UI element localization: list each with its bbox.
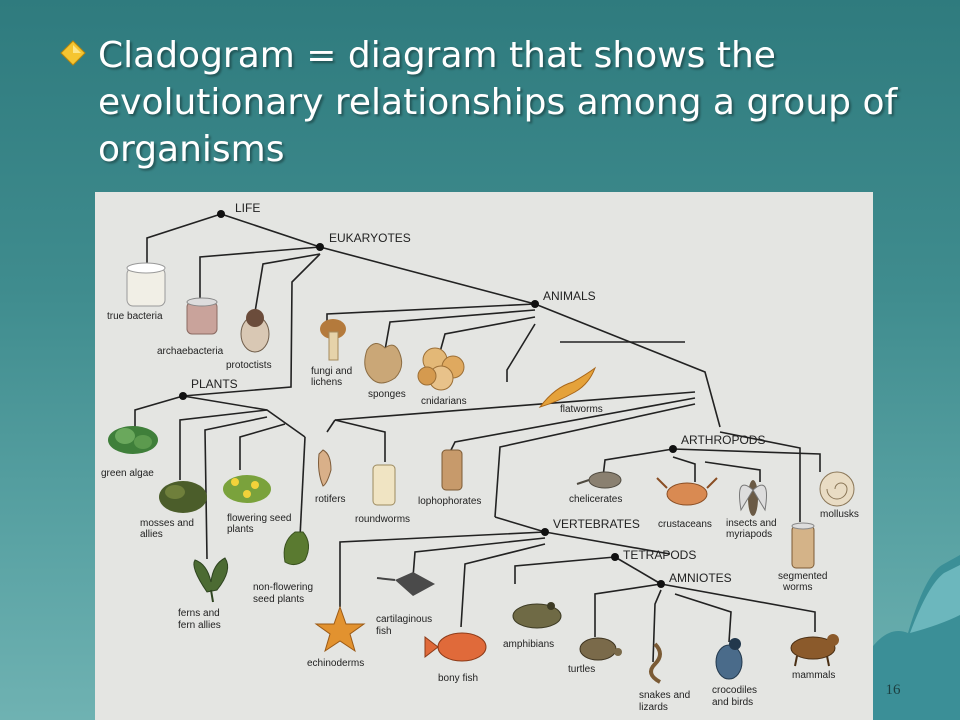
mammal-icon: [790, 634, 839, 667]
node-animals: [531, 300, 539, 308]
archaebacteria-jar-icon: [186, 297, 218, 335]
fern-icon: [193, 557, 229, 603]
label-echinoderms: echinoderms: [307, 658, 364, 669]
sponge-icon: [364, 343, 403, 384]
clade-label-plants: PLANTS: [191, 377, 238, 391]
mushroom-icon: [320, 319, 346, 361]
ray-icon: [376, 572, 435, 596]
crab-icon: [656, 477, 718, 506]
clade-label-arthropods: ARTHROPODS: [681, 433, 765, 447]
snake-icon: [649, 642, 662, 684]
organism-labels: true bacteria archaebacteria protoctists…: [101, 311, 859, 713]
node-vertebrates: [541, 528, 549, 536]
label-lophophorates: lophophorates: [418, 496, 481, 507]
frog-icon: [512, 602, 562, 629]
cladogram-diagram: LIFE EUKARYOTES ANIMALS PLANTS ARTHROPOD…: [95, 192, 873, 720]
label-cartilaginous-line1: cartilaginous: [376, 614, 432, 625]
bird-icon: [715, 638, 743, 680]
label-nonflowering-line2: seed plants: [253, 594, 304, 605]
cladogram-branches: [134, 213, 821, 663]
label-mollusks: mollusks: [820, 509, 859, 520]
label-fungi-line1: fungi and: [311, 366, 352, 377]
lophophorate-jar-icon: [441, 449, 463, 491]
conifer-icon: [283, 531, 309, 566]
label-bony-fish: bony fish: [438, 673, 478, 684]
moss-icon: [159, 481, 207, 513]
bullet-point: Cladogram = diagram that shows the evolu…: [60, 32, 940, 173]
label-snakes-line2: lizards: [639, 702, 668, 713]
clade-label-life: LIFE: [235, 201, 260, 215]
organism-illustrations: [108, 262, 855, 684]
label-amphibians: amphibians: [503, 639, 554, 650]
label-segmented-line2: worms: [782, 582, 812, 593]
label-crustaceans: crustaceans: [658, 519, 712, 530]
flatworm-icon: [538, 366, 597, 408]
label-rotifers: rotifers: [315, 494, 346, 505]
node-arthropods: [669, 445, 677, 453]
label-chelicerates: chelicerates: [569, 494, 622, 505]
label-cnidarians: cnidarians: [421, 396, 467, 407]
label-snakes-line1: snakes and: [639, 690, 690, 701]
label-flowering-line1: flowering seed: [227, 513, 291, 524]
label-crocodiles-line1: crocodiles: [712, 685, 757, 696]
label-protoctists: protoctists: [226, 360, 272, 371]
clade-label-animals: ANIMALS: [543, 289, 596, 303]
label-fungi-line2: lichens: [311, 377, 342, 388]
iceberg-decoration-icon: [870, 555, 960, 720]
turtle-icon: [579, 637, 622, 661]
label-turtles: turtles: [568, 664, 595, 675]
flowering-plant-icon: [223, 475, 271, 503]
label-archaebacteria: archaebacteria: [157, 346, 224, 357]
label-nonflowering-line1: non-flowering: [253, 582, 313, 593]
label-cartilaginous-line2: fish: [376, 626, 392, 637]
label-true-bacteria: true bacteria: [107, 311, 163, 322]
diamond-bullet-icon: [60, 40, 86, 66]
bullet-text: Cladogram = diagram that shows the evolu…: [98, 35, 898, 170]
label-segmented-line1: segmented: [778, 571, 827, 582]
label-roundworms: roundworms: [355, 514, 410, 525]
green-algae-icon: [108, 426, 158, 454]
node-tetrapods: [611, 553, 619, 561]
label-green-algae: green algae: [101, 468, 154, 479]
node-amniotes: [657, 580, 665, 588]
shell-icon: [819, 471, 855, 507]
cladogram-nodes: [179, 210, 677, 588]
bony-fish-icon: [424, 632, 487, 662]
label-insects-line1: insects and: [726, 518, 777, 529]
segmented-worm-jar-icon: [791, 522, 815, 569]
rotifer-icon: [318, 449, 332, 487]
coral-icon: [417, 347, 465, 391]
label-mosses-line1: mosses and: [140, 518, 194, 529]
label-ferns-line1: ferns and: [178, 608, 220, 619]
clade-label-vertebrates: VERTEBRATES: [553, 517, 640, 531]
starfish-icon: [314, 605, 366, 653]
label-flowering-line2: plants: [227, 524, 254, 535]
label-flatworms: flatworms: [560, 404, 603, 415]
clade-label-eukaryotes: EUKARYOTES: [329, 231, 411, 245]
bacteria-jar-icon: [126, 262, 166, 307]
clade-label-tetrapods: TETRAPODS: [623, 548, 696, 562]
insect-icon: [739, 480, 767, 516]
label-sponges: sponges: [368, 389, 406, 400]
horseshoe-crab-icon: [576, 471, 622, 489]
page-number: 16: [885, 682, 901, 698]
node-life: [217, 210, 225, 218]
label-ferns-line2: fern allies: [178, 620, 221, 631]
clade-label-amniotes: AMNIOTES: [669, 571, 732, 585]
label-mammals: mammals: [792, 670, 835, 681]
label-insects-line2: myriapods: [726, 529, 772, 540]
roundworm-jar-icon: [372, 464, 396, 506]
node-plants: [179, 392, 187, 400]
label-mosses-line2: allies: [140, 529, 163, 540]
node-eukaryotes: [316, 243, 324, 251]
protoctist-icon: [240, 309, 270, 353]
label-crocodiles-line2: and birds: [712, 697, 753, 708]
clade-labels: LIFE EUKARYOTES ANIMALS PLANTS ARTHROPOD…: [191, 201, 765, 585]
